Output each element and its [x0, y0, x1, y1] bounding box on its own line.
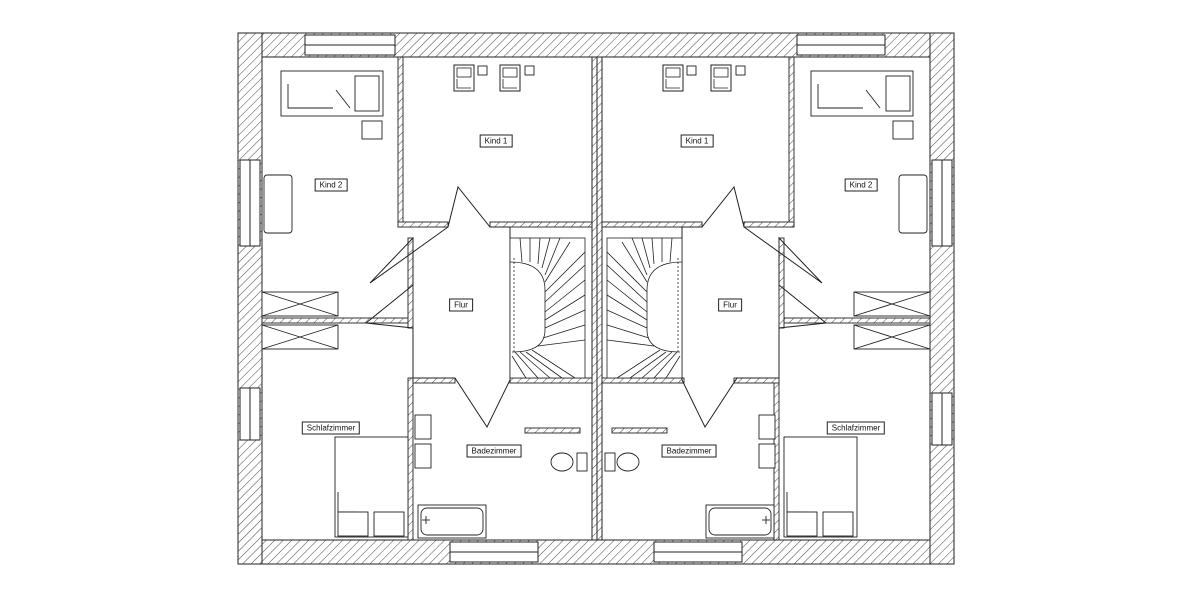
room-label-badezimmer-right: Badezimmer [661, 444, 717, 458]
room-label-kind1-right: Kind 1 [680, 134, 714, 148]
wardrobes [261, 291, 931, 350]
furniture [263, 64, 928, 539]
party-wall [591, 56, 603, 541]
room-label-schlafzimmer-left: Schlafzimmer [301, 421, 361, 435]
hallway-outline [364, 185, 828, 429]
room-label-kind2-left: Kind 2 [314, 178, 348, 192]
room-label-badezimmer-left: Badezimmer [466, 444, 522, 458]
windows [239, 34, 953, 563]
room-label-kind2-right: Kind 2 [844, 178, 878, 192]
room-label-flur-right: Flur [718, 298, 742, 312]
room-label-flur-left: Flur [449, 298, 473, 312]
stairs-right [606, 237, 683, 379]
stairs-left [509, 237, 586, 379]
room-label-schlafzimmer-right: Schlafzimmer [826, 421, 886, 435]
room-label-kind1-left: Kind 1 [479, 134, 513, 148]
